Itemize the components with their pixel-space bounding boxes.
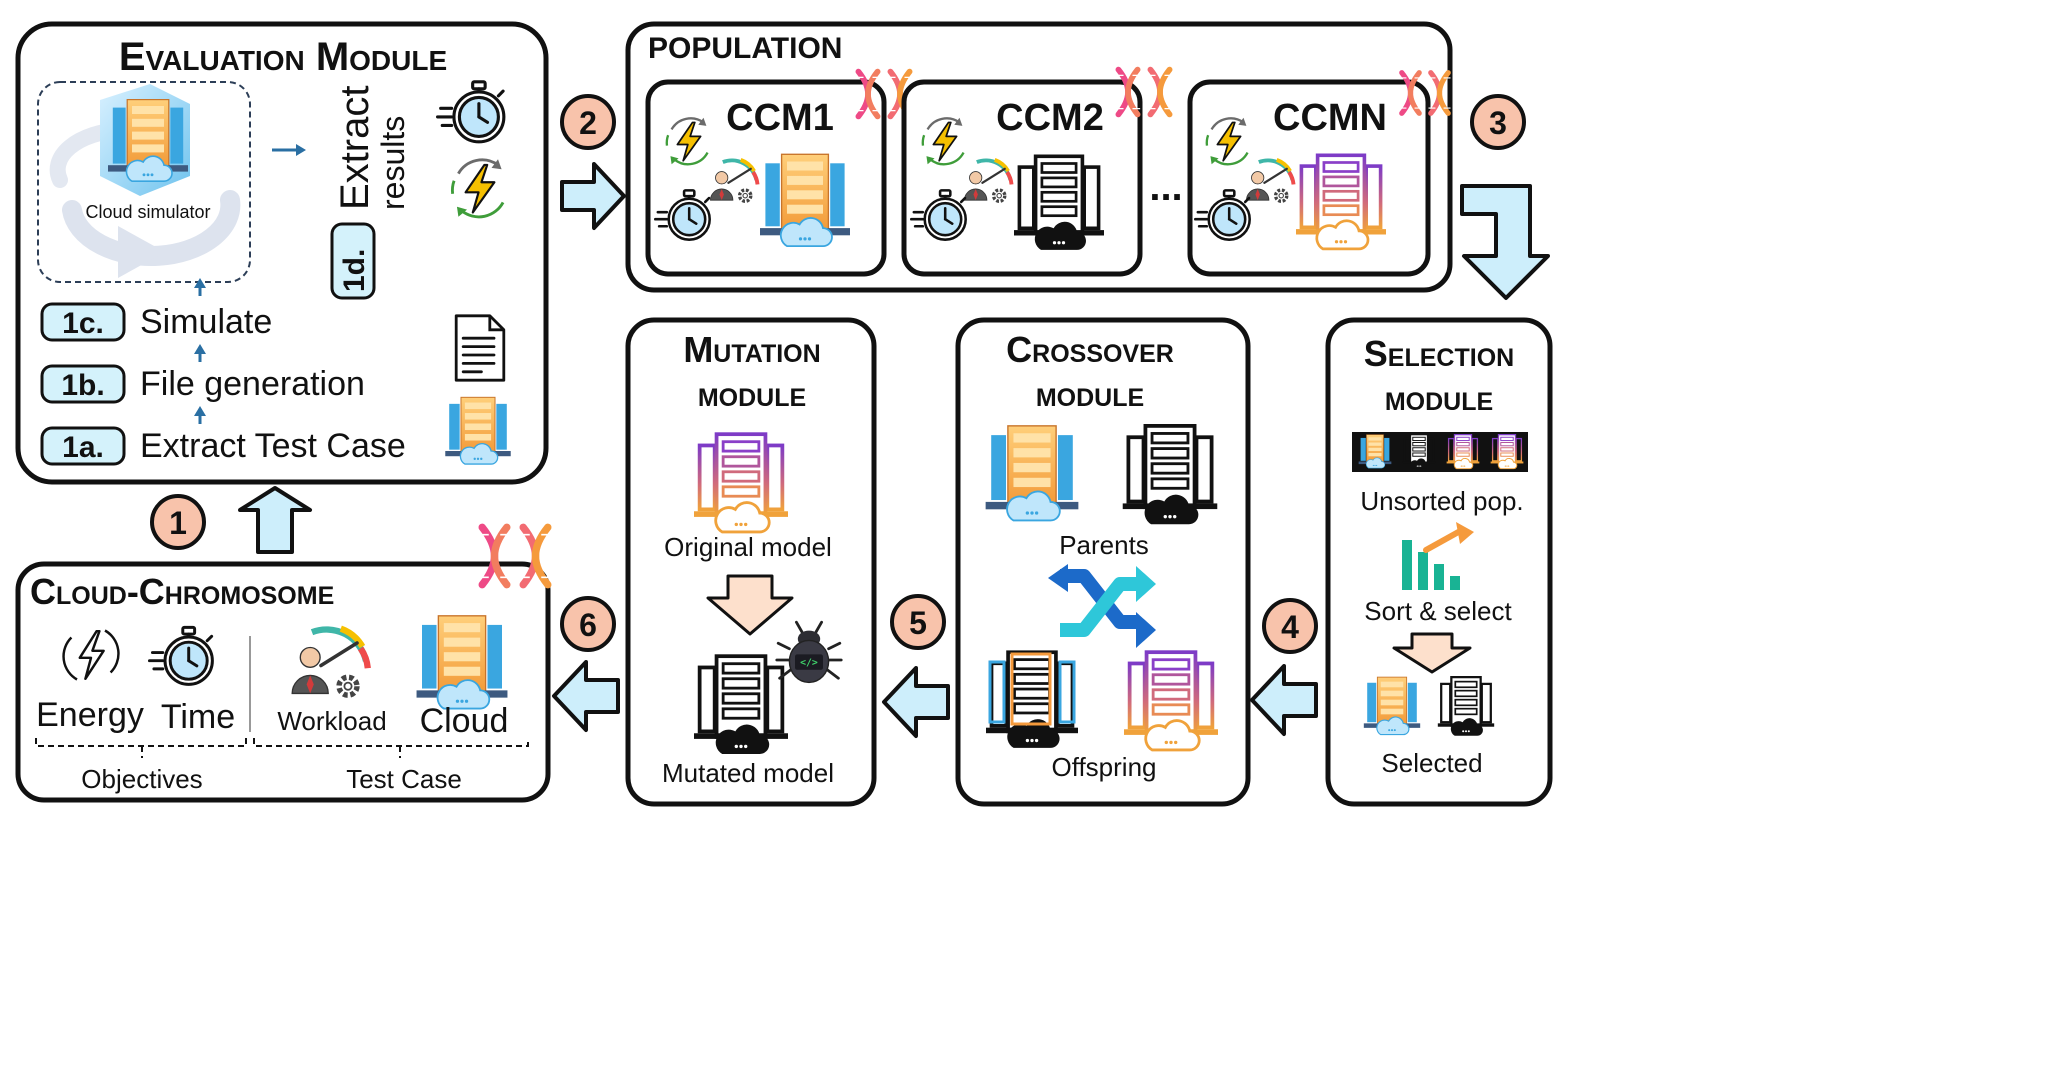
energy-label: Energy bbox=[36, 696, 144, 734]
step-1b: 1b. File generation bbox=[40, 364, 365, 404]
evaluation-module-title: Evaluation Module bbox=[119, 35, 447, 79]
selected-server-icon bbox=[1363, 676, 1421, 736]
step-1b-text: File generation bbox=[140, 365, 365, 403]
selection-module: Selection module Unsorted pop. Sort & se… bbox=[1325, 317, 1553, 807]
svg-text:6: 6 bbox=[579, 607, 597, 643]
ccmn-card: CCMN bbox=[1187, 73, 1451, 277]
test-case-server-icon bbox=[444, 396, 512, 465]
ccm1-label: CCM1 bbox=[726, 97, 834, 139]
extract-results-line2: results bbox=[375, 116, 411, 210]
offspring-label: Offspring bbox=[1051, 752, 1156, 782]
svg-text:1d.: 1d. bbox=[338, 249, 371, 292]
badge-3: 3 bbox=[1470, 94, 1526, 150]
unsorted-population-strip bbox=[1352, 432, 1528, 472]
cloud-chromosome-panel: Cloud-Chromosome Energy Time Workload Cl… bbox=[15, 527, 551, 803]
unsorted-label: Unsorted pop. bbox=[1360, 486, 1523, 516]
selection-title-1: Selection bbox=[1364, 333, 1514, 374]
time-label: Time bbox=[161, 698, 235, 736]
ccm2-label: CCM2 bbox=[996, 97, 1104, 139]
simulator-label: Cloud simulator bbox=[85, 202, 210, 222]
arrow-up-icon bbox=[194, 344, 206, 354]
svg-text:1c.: 1c. bbox=[62, 307, 104, 340]
badge-4: 4 bbox=[1262, 598, 1318, 654]
sort-label: Sort & select bbox=[1364, 596, 1512, 626]
selected-label: Selected bbox=[1381, 748, 1482, 778]
mutation-title-2: module bbox=[698, 373, 806, 414]
arrow-down-icon bbox=[1392, 632, 1472, 674]
badge-5: 5 bbox=[890, 594, 946, 650]
step-1d-tag: 1d. bbox=[330, 222, 376, 300]
population-title: POPULATION bbox=[648, 32, 842, 65]
cloud-label: Cloud bbox=[420, 702, 509, 740]
svg-text:1a.: 1a. bbox=[62, 431, 104, 464]
parent-server-icon bbox=[984, 424, 1080, 522]
cloud-simulator-panel: Cloud simulator bbox=[37, 81, 251, 283]
objectives-label: Objectives bbox=[81, 764, 202, 794]
ccmn-label: CCMN bbox=[1273, 97, 1387, 139]
extract-results-line1: Extract bbox=[333, 86, 377, 210]
population-panel: POPULATION CCM1 CCM2 ... CCMN bbox=[625, 21, 1451, 293]
cloud-server-icon bbox=[415, 614, 509, 710]
svg-text:5: 5 bbox=[909, 605, 927, 641]
workload-label: Workload bbox=[277, 706, 386, 736]
cycle-arrow-icon bbox=[62, 190, 241, 267]
arrow-up-block-icon bbox=[238, 486, 312, 554]
step-1a: 1a. Extract Test Case bbox=[40, 426, 406, 466]
objectives-brace bbox=[35, 738, 247, 758]
original-model-label: Original model bbox=[664, 532, 832, 562]
mutated-model-label: Mutated model bbox=[662, 758, 834, 788]
arrow-down-bent-icon bbox=[1460, 184, 1550, 300]
crossover-module: Crossover module Parents Offspring bbox=[955, 317, 1251, 807]
step-1a-text: Extract Test Case bbox=[140, 427, 406, 465]
ccm1-card: CCM1 bbox=[645, 72, 912, 277]
selection-title-2: module bbox=[1385, 377, 1493, 418]
parents-label: Parents bbox=[1059, 530, 1149, 560]
ccm2-card: CCM2 bbox=[901, 70, 1172, 277]
simulator-server-icon bbox=[108, 98, 188, 183]
svg-text:1b.: 1b. bbox=[61, 369, 104, 402]
svg-text:1: 1 bbox=[169, 505, 187, 541]
badge-6: 6 bbox=[560, 596, 616, 652]
arrow-down-icon bbox=[706, 574, 794, 636]
svg-text:3: 3 bbox=[1489, 105, 1507, 141]
badge-1: 1 bbox=[150, 494, 206, 550]
arrow-left-block-icon bbox=[882, 666, 950, 738]
step-1c: 1c. Simulate bbox=[40, 302, 272, 342]
svg-text:2: 2 bbox=[579, 105, 597, 141]
arrow-up-icon bbox=[194, 406, 206, 416]
server-icon bbox=[1358, 434, 1392, 469]
population-ellipsis: ... bbox=[1149, 165, 1182, 209]
mutation-module: Mutation module Original model Mutated m… bbox=[625, 317, 877, 807]
crossover-title-2: module bbox=[1036, 373, 1144, 414]
document-icon bbox=[454, 314, 506, 382]
crossover-arrows-icon bbox=[1048, 564, 1156, 648]
offspring-server-mixed-icon bbox=[986, 650, 1078, 750]
mutation-title-1: Mutation bbox=[683, 329, 820, 370]
server-icon bbox=[760, 153, 850, 248]
evaluation-module: Evaluation Module Cloud simulator Extrac… bbox=[15, 21, 549, 485]
badge-2: 2 bbox=[560, 94, 616, 150]
arrow-left-block-icon bbox=[552, 660, 620, 732]
cloud-chromosome-title: Cloud-Chromosome bbox=[30, 571, 334, 612]
svg-text:4: 4 bbox=[1281, 609, 1299, 645]
test-case-brace bbox=[253, 738, 529, 758]
sort-chart-icon bbox=[1402, 522, 1474, 590]
test-case-label: Test Case bbox=[346, 764, 462, 794]
crossover-title-1: Crossover bbox=[1006, 329, 1174, 370]
arrow-up-icon bbox=[194, 278, 206, 288]
arrow-right-block-icon bbox=[560, 162, 626, 230]
step-1c-text: Simulate bbox=[140, 303, 272, 341]
arrow-left-block-icon bbox=[1250, 664, 1318, 736]
